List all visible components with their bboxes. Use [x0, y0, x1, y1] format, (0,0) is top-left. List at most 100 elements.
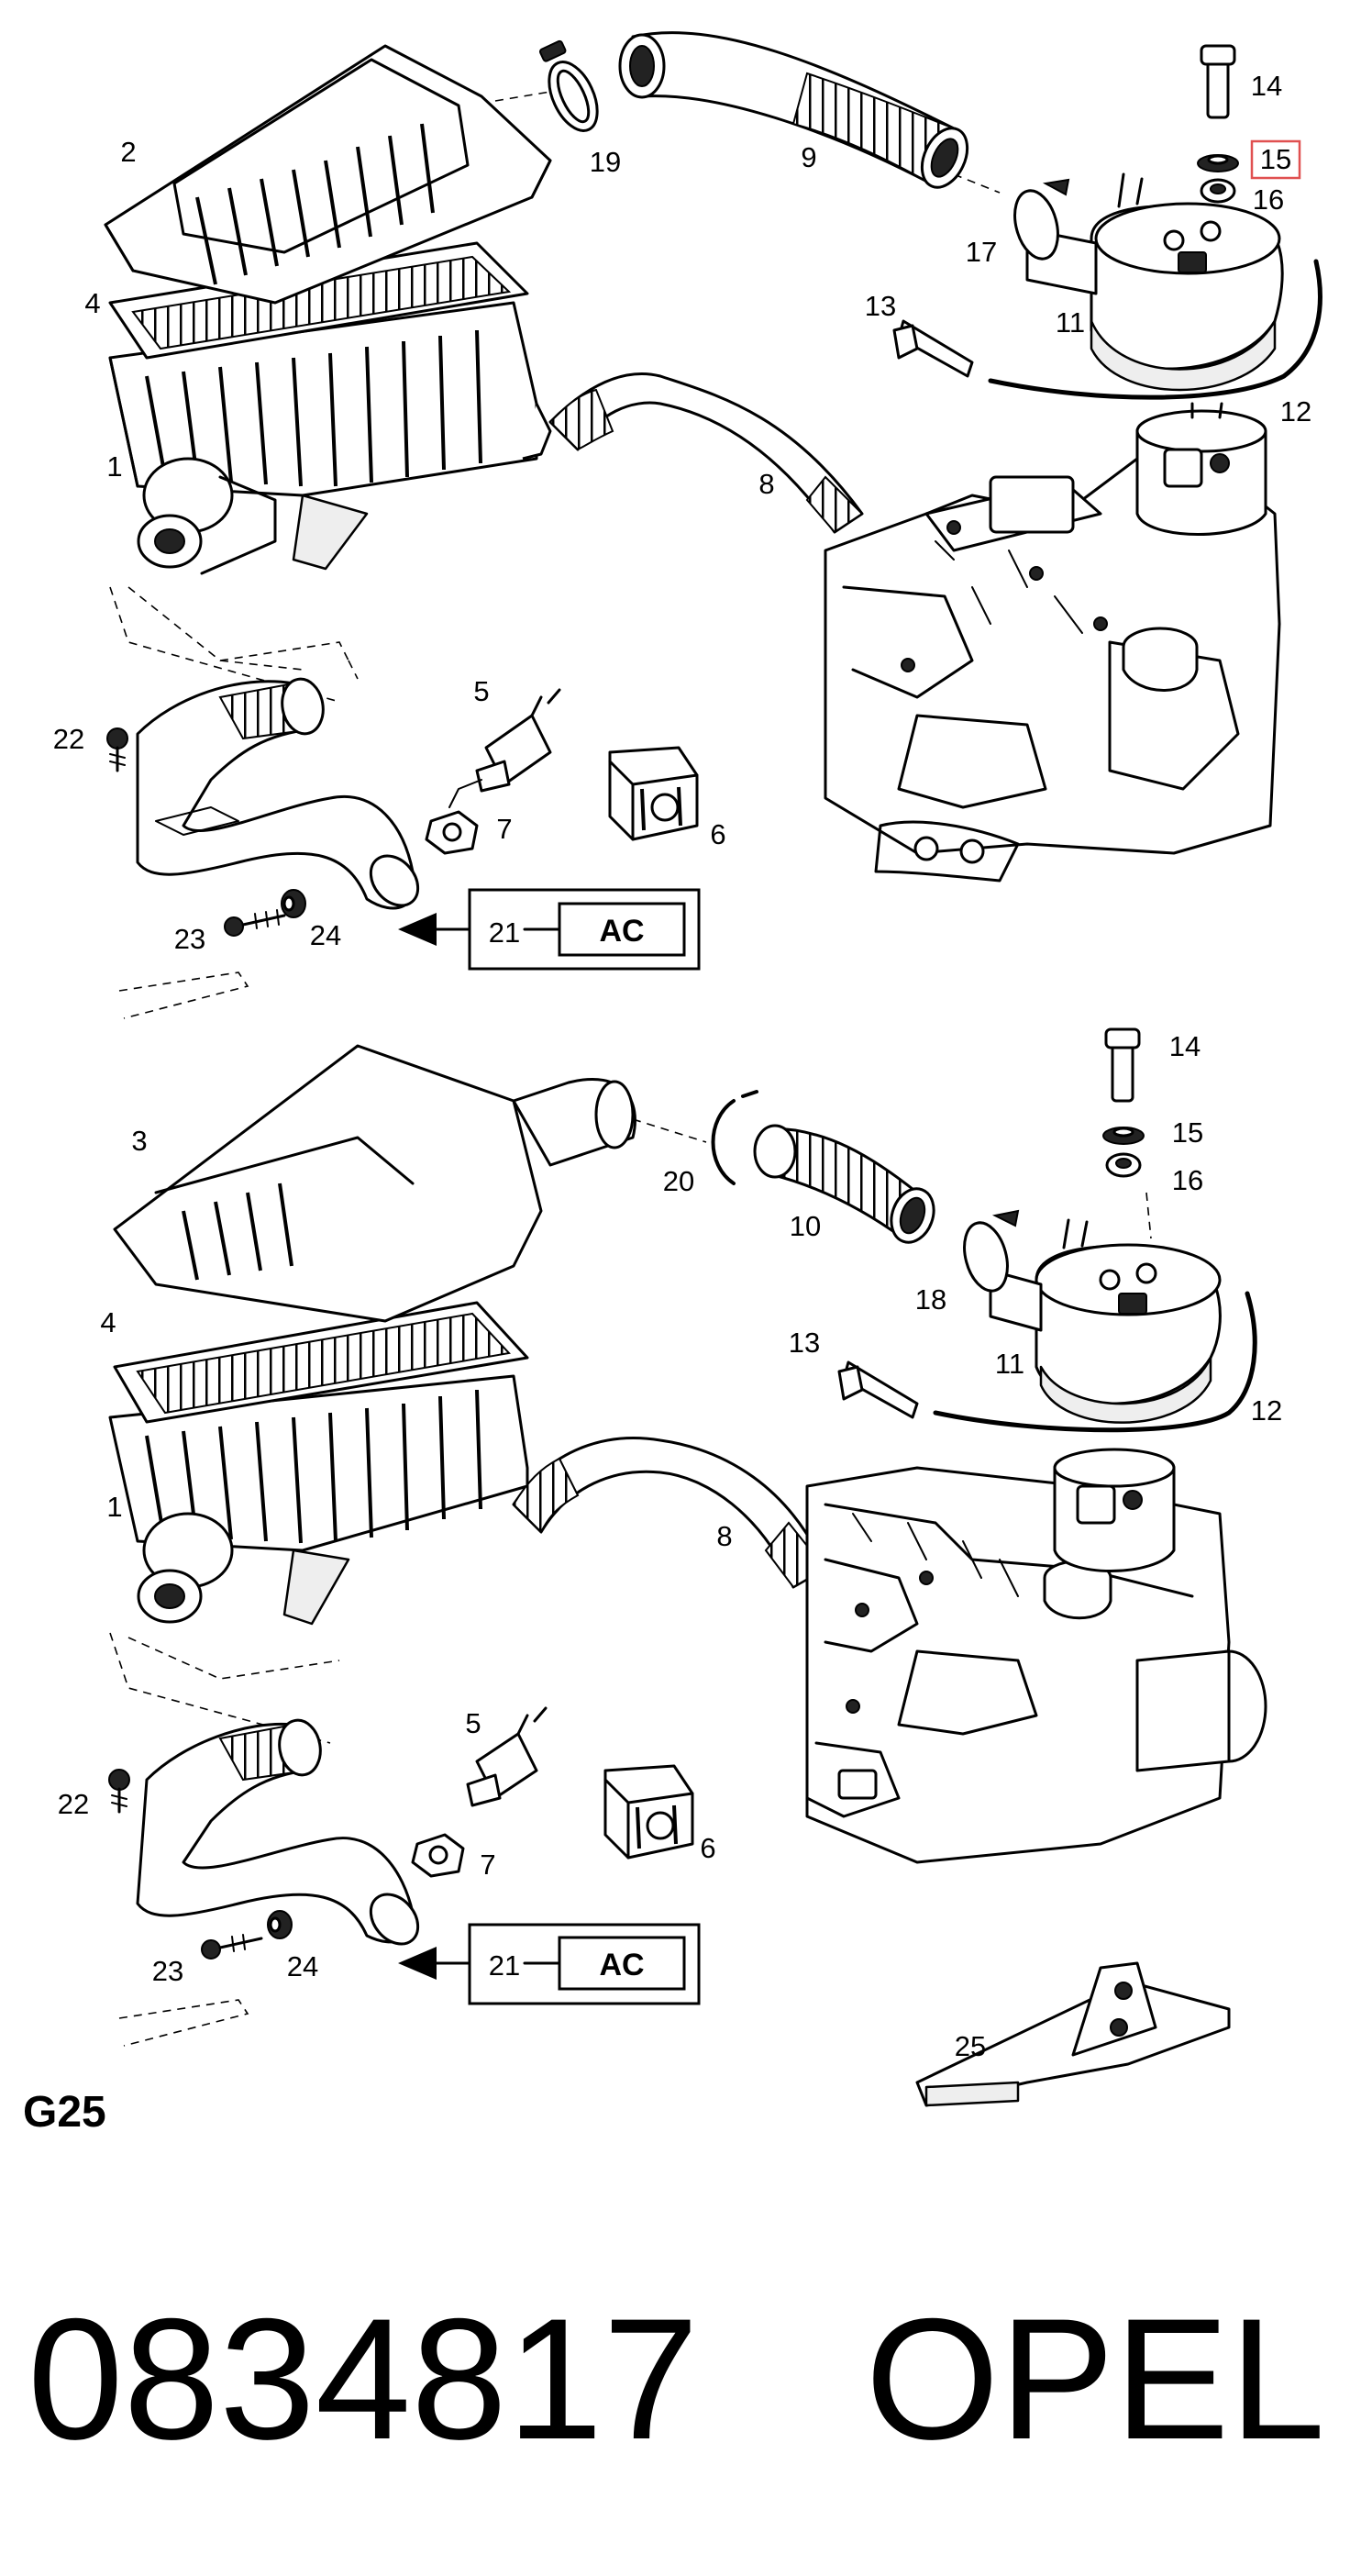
callout-10: 10	[790, 1210, 821, 1242]
air-cleaner-cover-lower	[113, 1044, 636, 1323]
callout-15: 15	[1260, 143, 1291, 175]
callout-21: 21	[489, 916, 520, 949]
leader-line	[348, 91, 1001, 680]
callout-15: 15	[1172, 1116, 1203, 1149]
ac-label-upper: AC	[599, 914, 644, 949]
breather-hose-8-lower	[512, 1437, 827, 1589]
sensor-5-lower	[466, 1706, 548, 1807]
breather-hose-8-upper	[548, 372, 864, 534]
engine-block-upper	[824, 457, 1281, 883]
lower-variant-group: AC	[108, 1027, 1267, 2107]
leader-line	[118, 1999, 249, 2047]
bolt-23-upper	[224, 909, 286, 937]
ac-reference-box-lower: AC	[398, 1923, 701, 2005]
callout-17: 17	[966, 236, 997, 268]
engine-block-lower	[805, 1466, 1267, 1864]
callout-8: 8	[716, 1520, 732, 1552]
callout-6: 6	[710, 818, 725, 850]
callout-13: 13	[865, 290, 896, 322]
vent-hose-12-upper	[988, 259, 1322, 400]
clamp-18-lower	[963, 1209, 1020, 1293]
callout-5: 5	[465, 1707, 481, 1739]
callout-6: 6	[700, 1832, 715, 1864]
filter-element-upper	[108, 241, 529, 360]
ring-16-upper	[1200, 178, 1236, 204]
leader-line	[118, 972, 249, 1019]
damper-block-6-upper	[608, 746, 699, 841]
callout-21: 21	[489, 1949, 520, 1982]
callout-19: 19	[590, 146, 621, 178]
bolt-23-lower	[201, 1934, 263, 1960]
bolt-14-lower	[1104, 1027, 1141, 1103]
callout-3: 3	[131, 1125, 147, 1157]
throttle-cover-11-lower	[989, 1218, 1222, 1424]
tube-13-upper	[892, 319, 974, 378]
callout-23: 23	[174, 923, 205, 955]
throttle-cover-11-upper	[1025, 172, 1284, 392]
callout-4: 4	[84, 287, 100, 319]
damper-block-6-lower	[603, 1764, 694, 1860]
air-cleaner-housing-lower	[108, 1374, 529, 1626]
callout-4: 4	[100, 1306, 116, 1338]
washer-15-upper	[1197, 154, 1239, 172]
grommet-24-upper	[281, 889, 306, 918]
callout-5: 5	[473, 675, 489, 707]
leader-line	[109, 586, 349, 703]
callout-22: 22	[58, 1788, 89, 1820]
intake-duct-9-upper	[618, 31, 969, 189]
callout-14: 14	[1169, 1030, 1201, 1062]
callout-13: 13	[789, 1327, 820, 1359]
callout-8: 8	[758, 468, 774, 500]
callout-1: 1	[106, 1491, 122, 1523]
upper-variant-group: AC	[104, 31, 1322, 1019]
callout-7: 7	[480, 1849, 495, 1881]
vent-hose-12-lower	[933, 1291, 1257, 1433]
air-cleaner-housing-upper	[108, 301, 552, 575]
callout-24: 24	[310, 919, 341, 951]
callout-9: 9	[801, 141, 816, 173]
callout-25: 25	[955, 2030, 986, 2062]
callout-12: 12	[1251, 1394, 1282, 1427]
callout-7: 7	[496, 813, 512, 845]
callout-16: 16	[1253, 183, 1284, 216]
clamp-17-upper	[1013, 178, 1070, 261]
nut-7-lower	[411, 1833, 465, 1878]
callout-16: 16	[1172, 1164, 1203, 1196]
ac-reference-box-upper: AC	[398, 888, 701, 971]
callout-22: 22	[53, 723, 84, 755]
callout-24: 24	[287, 1950, 318, 1982]
throttle-body-upper	[1135, 402, 1267, 536]
sensor-5-upper	[448, 688, 561, 808]
washer-15-lower	[1102, 1127, 1145, 1145]
filter-element-lower	[113, 1301, 529, 1424]
intake-duct-10-lower	[753, 1124, 935, 1244]
ring-16-lower	[1105, 1152, 1142, 1178]
clamp-19-upper	[538, 39, 599, 132]
callout-2: 2	[120, 136, 136, 168]
callout-12: 12	[1280, 395, 1311, 427]
callout-23: 23	[152, 1955, 183, 1987]
highlight-box-15	[1250, 139, 1301, 180]
brand-name: OPEL	[865, 2282, 1325, 2475]
screw-22-lower	[108, 1769, 130, 1814]
callout-18: 18	[915, 1283, 946, 1316]
callout-20: 20	[663, 1165, 694, 1197]
resonator-duct-lower	[136, 1718, 420, 1946]
part-number: 0834817	[28, 2282, 699, 2475]
ac-label-lower: AC	[599, 1948, 644, 1982]
bracket-25-lower	[915, 1961, 1231, 2107]
bolt-14-upper	[1200, 44, 1236, 119]
clamp-20-lower	[711, 1090, 758, 1185]
section-code: G25	[23, 2088, 106, 2137]
leader-line	[632, 1118, 1152, 1239]
callout-14: 14	[1251, 70, 1282, 102]
callout-1: 1	[106, 450, 122, 483]
resonator-duct-upper	[136, 677, 420, 910]
throttle-body-lower	[1053, 1448, 1176, 1572]
callout-11: 11	[995, 1348, 1024, 1380]
nut-7-upper	[425, 810, 479, 855]
screw-22-upper	[106, 727, 128, 772]
callout-11: 11	[1056, 306, 1085, 339]
callout-numbers-upper: 2 4 1 19 9 14 15 16 17 13 11 12 8 5 22 7…	[53, 70, 1311, 955]
